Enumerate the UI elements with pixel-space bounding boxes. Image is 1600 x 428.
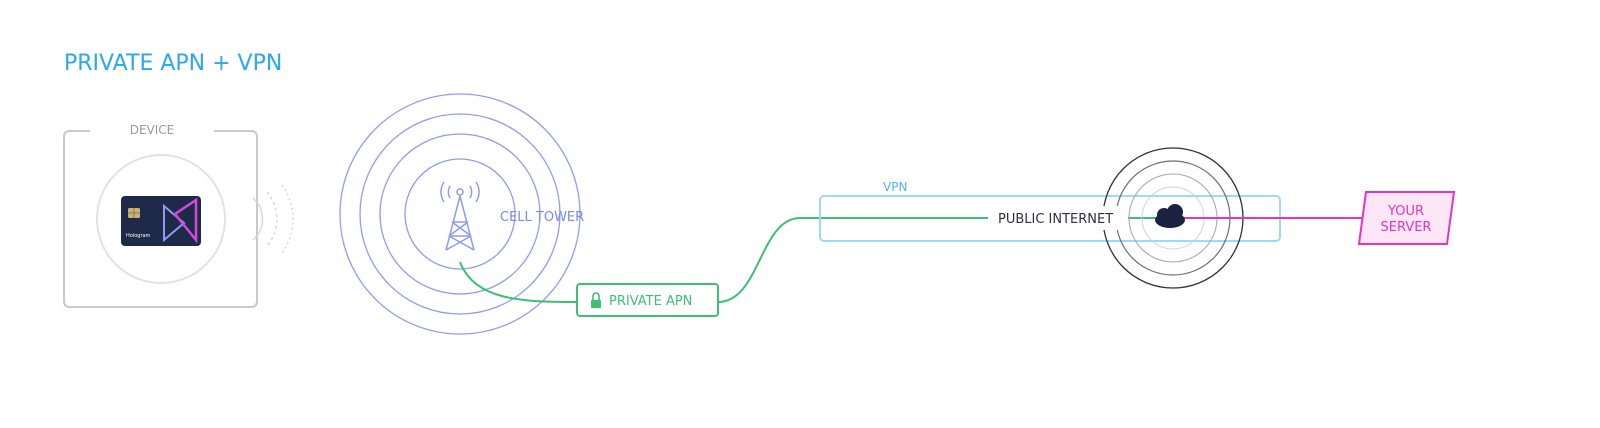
tower-ring xyxy=(359,113,561,315)
antenna-tower-icon xyxy=(440,181,480,251)
cell-tower-label: CELL TOWER xyxy=(500,210,584,225)
private-apn-box: PRIVATE APN xyxy=(576,283,719,317)
private-apn-path xyxy=(459,217,988,303)
your-server-box: YOUR SERVER xyxy=(1357,191,1456,245)
vpn-label: VPN xyxy=(883,180,907,194)
internet-label-bg xyxy=(990,206,1126,230)
cell-tower-rings xyxy=(339,93,581,335)
tower-ring xyxy=(339,93,581,335)
apn-border xyxy=(576,283,719,317)
device-border xyxy=(63,130,258,308)
device-signal-waves xyxy=(252,184,294,254)
sim-brand-text: Hologram xyxy=(126,233,151,239)
sim-card-icon: Hologram xyxy=(121,196,201,246)
page-title: PRIVATE APN + VPN xyxy=(64,51,282,76)
tower-ring xyxy=(379,133,541,295)
public-internet-label: PUBLIC INTERNET xyxy=(998,212,1113,227)
server-border xyxy=(1357,191,1456,245)
lock-icon xyxy=(591,292,601,308)
server-label-line1: YOUR xyxy=(1387,204,1424,219)
tower-ring xyxy=(404,158,516,270)
signal-arc xyxy=(266,191,278,247)
private-apn-label: PRIVATE APN xyxy=(609,294,692,309)
device-panel: DEVICE Hologram xyxy=(63,123,258,308)
signal-arc xyxy=(281,184,294,254)
signal-arc xyxy=(252,197,264,241)
server-label-line2: SERVER xyxy=(1381,220,1432,235)
cloud-icon xyxy=(1155,204,1185,228)
device-label: DEVICE xyxy=(130,123,175,137)
